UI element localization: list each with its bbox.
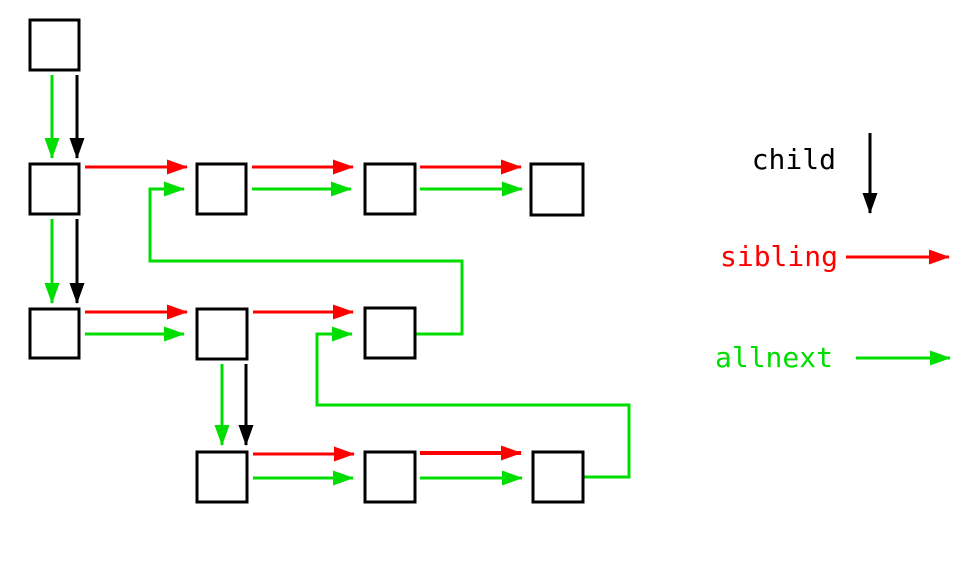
edge-allnext-n10-to-n7 — [315, 326, 631, 479]
legend-label-child: child — [751, 143, 836, 176]
tree-node-n6 — [195, 307, 249, 361]
tree-node-n10 — [531, 450, 585, 504]
tree-node-n8 — [195, 450, 249, 504]
legend-label-allnext: allnext — [714, 341, 833, 374]
tree-node-n9 — [363, 450, 417, 504]
tree-node-n5 — [28, 307, 81, 360]
tree-node-n4 — [529, 162, 585, 217]
tree-node-n2 — [195, 162, 248, 216]
edge-allnext-n7-to-n2 — [148, 181, 464, 336]
tree-node-n7 — [363, 306, 417, 360]
legend-label-sibling: sibling — [719, 240, 838, 273]
tree-node-root — [28, 18, 81, 72]
tree-node-n3 — [363, 162, 417, 216]
tree-node-n1 — [28, 162, 81, 216]
